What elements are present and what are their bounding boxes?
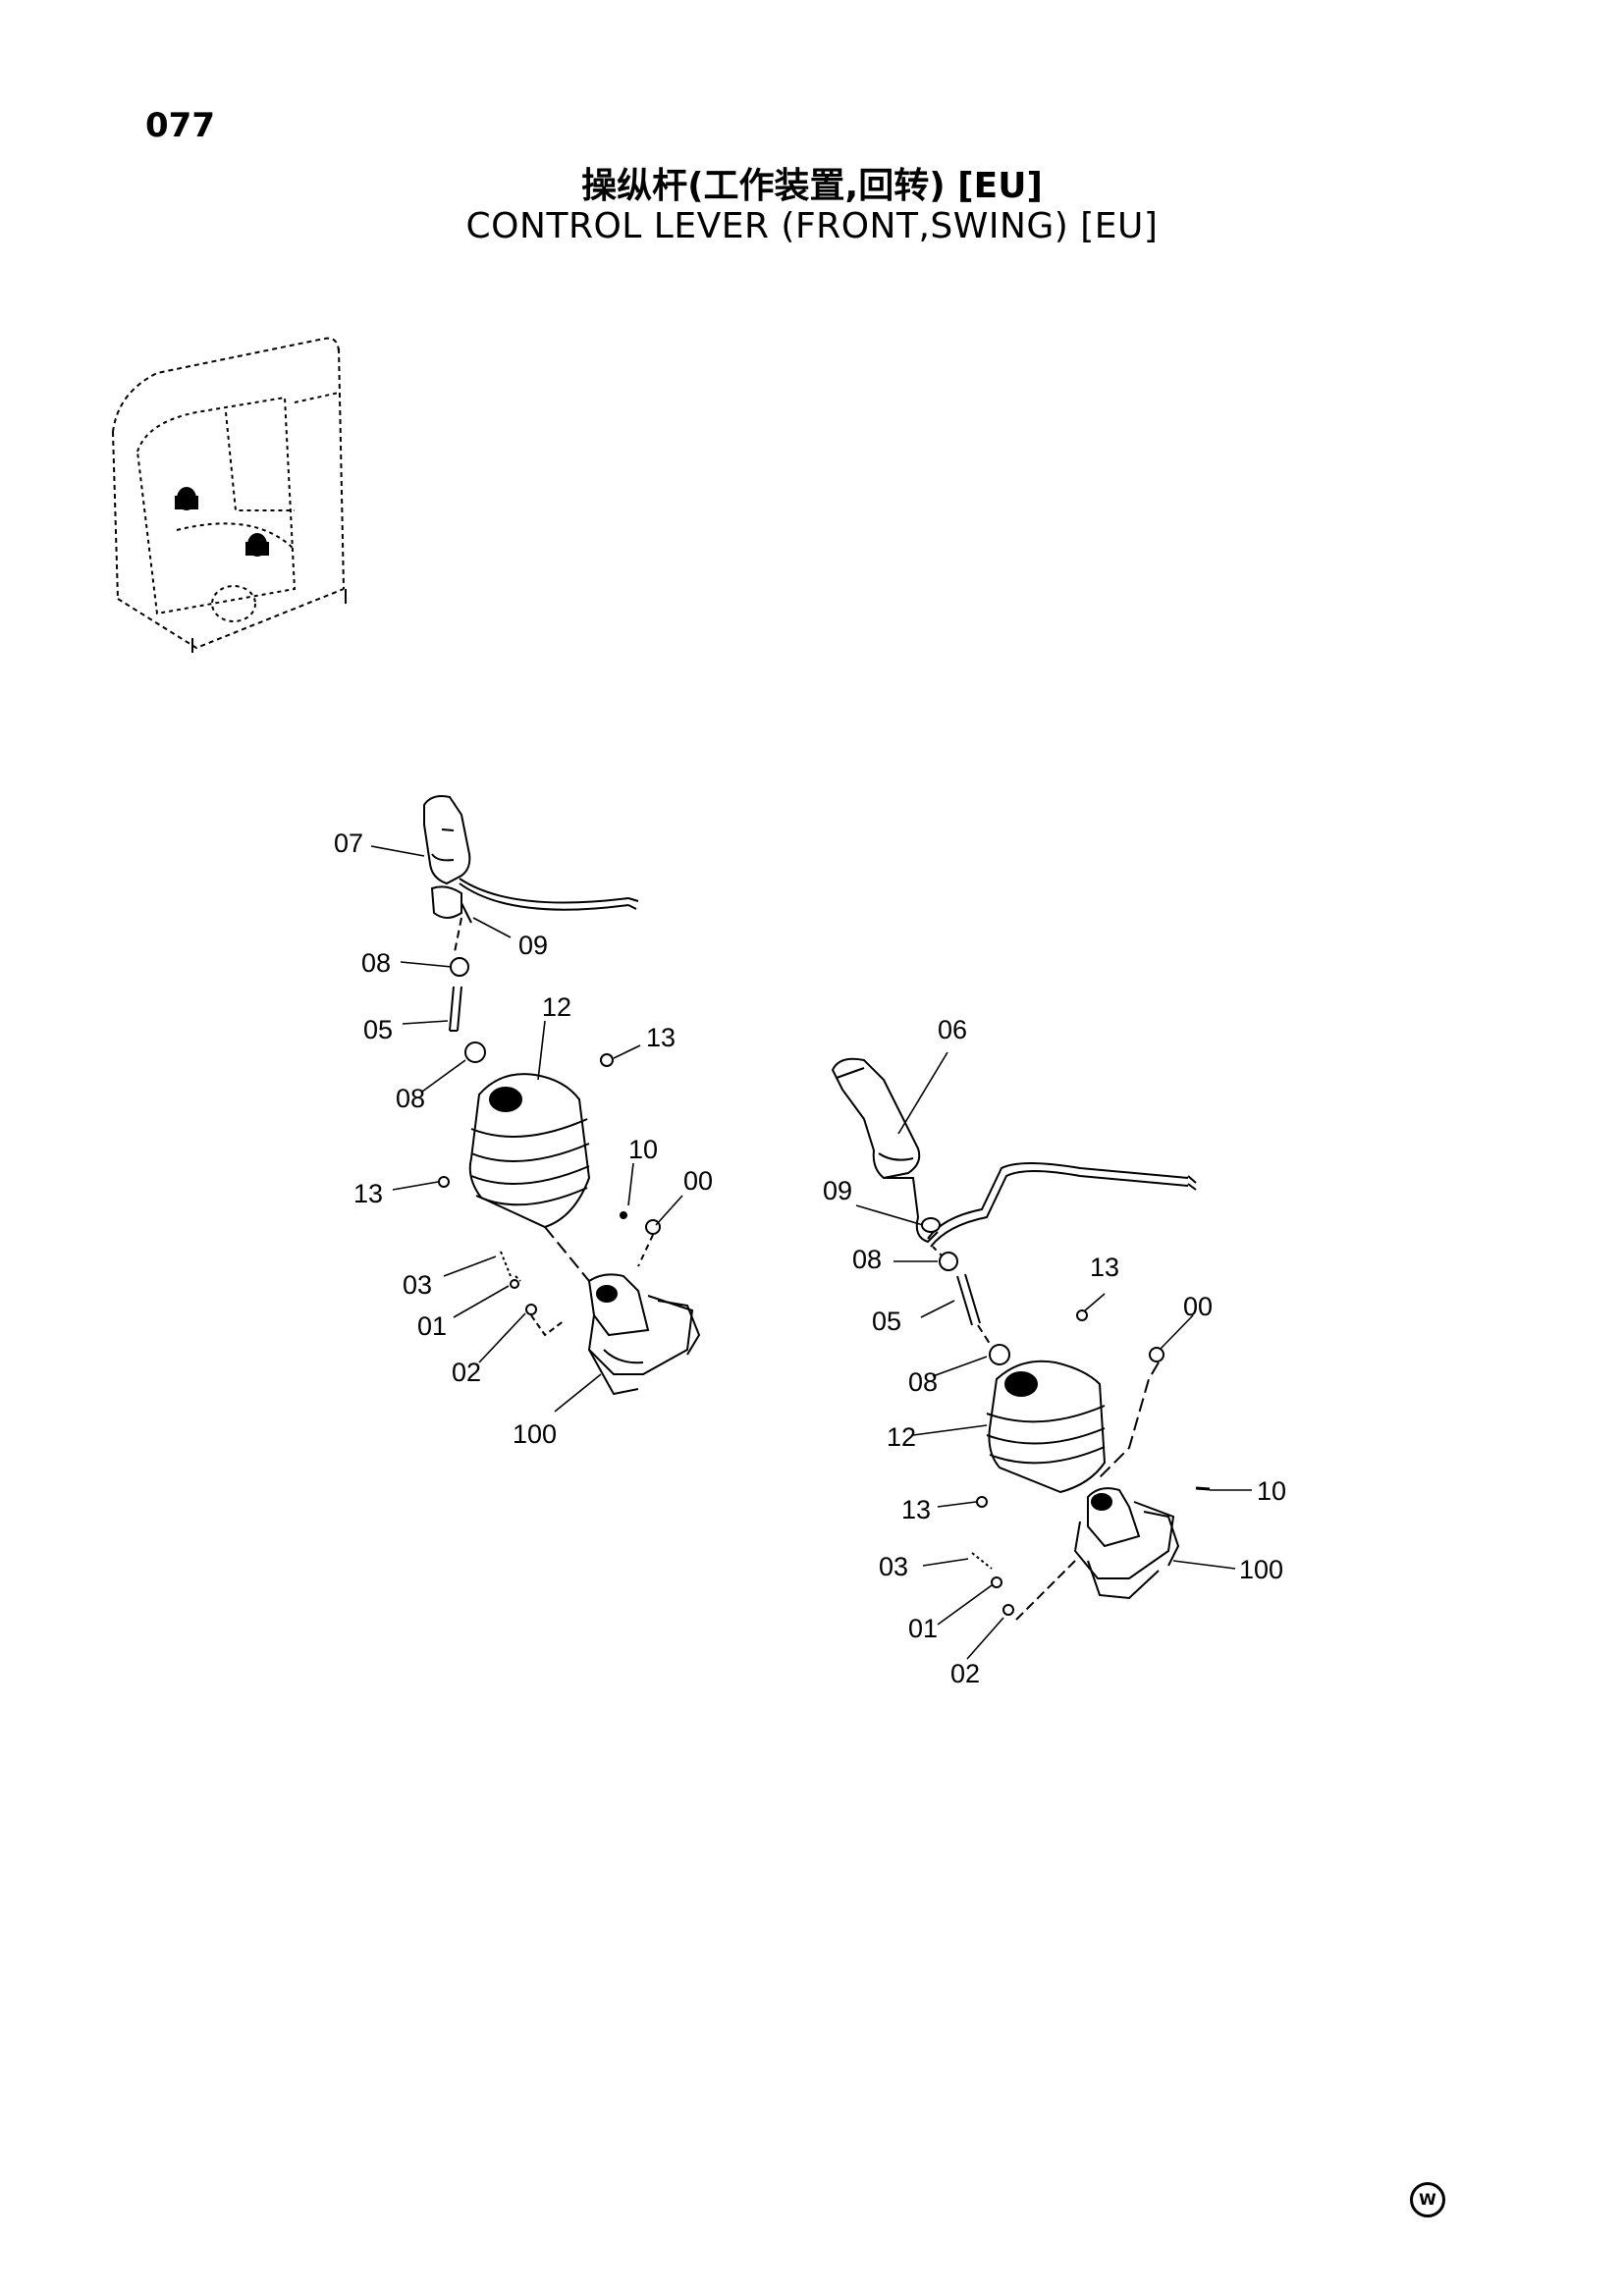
label-12: 12 <box>542 992 571 1022</box>
label-12: 12 <box>887 1422 916 1452</box>
right-part-labels: 06 09 08 13 00 05 08 12 13 10 03 100 01 … <box>823 1015 1286 1688</box>
watermark-logo: W <box>1410 2182 1445 2217</box>
label-00: 00 <box>683 1166 713 1196</box>
left-grip-07 <box>423 795 639 911</box>
label-10: 10 <box>628 1135 658 1164</box>
left-nut-08-lower <box>464 1041 486 1063</box>
right-rod-05 <box>956 1273 981 1326</box>
label-07: 07 <box>334 828 363 858</box>
right-screw-13-upper <box>1076 1309 1088 1321</box>
left-nut-08-upper <box>450 957 469 977</box>
right-grip-base-09 <box>884 1162 1197 1248</box>
right-nut-08-lower <box>989 1344 1010 1365</box>
label-09: 09 <box>823 1176 852 1205</box>
left-screw-13-lower <box>438 1176 450 1188</box>
left-boot-12 <box>468 1073 591 1229</box>
page-title-english: CONTROL LEVER (FRONT,SWING) [EU] <box>465 206 1159 246</box>
left-grip-base-09 <box>430 885 472 924</box>
page-title-chinese: 操纵杆(工作装置,回转) [EU] <box>581 166 1043 206</box>
right-nut-08-upper <box>939 1252 958 1271</box>
left-control-lever-assembly <box>423 795 701 1396</box>
right-pin-10 <box>1195 1486 1211 1491</box>
label-01: 01 <box>417 1311 447 1341</box>
cab-overview-illustration <box>112 337 347 653</box>
label-02: 02 <box>452 1358 481 1387</box>
left-pin-10 <box>620 1211 627 1219</box>
label-100: 100 <box>1239 1555 1283 1584</box>
label-03: 03 <box>879 1552 908 1581</box>
label-13: 13 <box>646 1023 676 1052</box>
label-08: 08 <box>908 1367 938 1397</box>
label-09: 09 <box>518 931 548 960</box>
left-rod-05 <box>449 986 462 1032</box>
right-screw-13-lower <box>976 1496 988 1508</box>
right-control-lever-assembly <box>831 1057 1211 1621</box>
label-08: 08 <box>396 1084 425 1113</box>
right-boot-12 <box>986 1360 1107 1494</box>
label-05: 05 <box>363 1015 393 1044</box>
label-00: 00 <box>1183 1292 1213 1321</box>
label-08: 08 <box>361 948 391 978</box>
label-13: 13 <box>353 1179 383 1208</box>
left-nut-02 <box>525 1304 537 1315</box>
label-05: 05 <box>872 1307 901 1336</box>
left-leader-lines <box>370 845 683 1413</box>
right-pilot-valve-100 <box>1073 1487 1180 1600</box>
label-01: 01 <box>908 1614 938 1643</box>
label-02: 02 <box>950 1659 980 1688</box>
label-13: 13 <box>1090 1253 1119 1282</box>
label-13: 13 <box>901 1495 931 1524</box>
left-washer-01 <box>510 1279 519 1289</box>
label-03: 03 <box>403 1270 432 1300</box>
label-100: 100 <box>513 1419 557 1449</box>
right-grip-06 <box>831 1057 921 1180</box>
right-washer-01 <box>991 1576 1002 1588</box>
right-leader-lines <box>855 1051 1252 1660</box>
right-plug-00 <box>1149 1347 1164 1362</box>
label-10: 10 <box>1257 1476 1286 1506</box>
left-pilot-valve-100 <box>587 1273 701 1396</box>
label-08: 08 <box>852 1245 882 1274</box>
right-nut-02 <box>1002 1604 1014 1616</box>
left-screw-13-upper <box>600 1053 614 1067</box>
left-part-labels: 07 09 08 05 12 13 08 10 00 13 03 01 02 1… <box>334 828 713 1449</box>
label-06: 06 <box>938 1015 967 1044</box>
page-number: 077 <box>145 106 215 145</box>
